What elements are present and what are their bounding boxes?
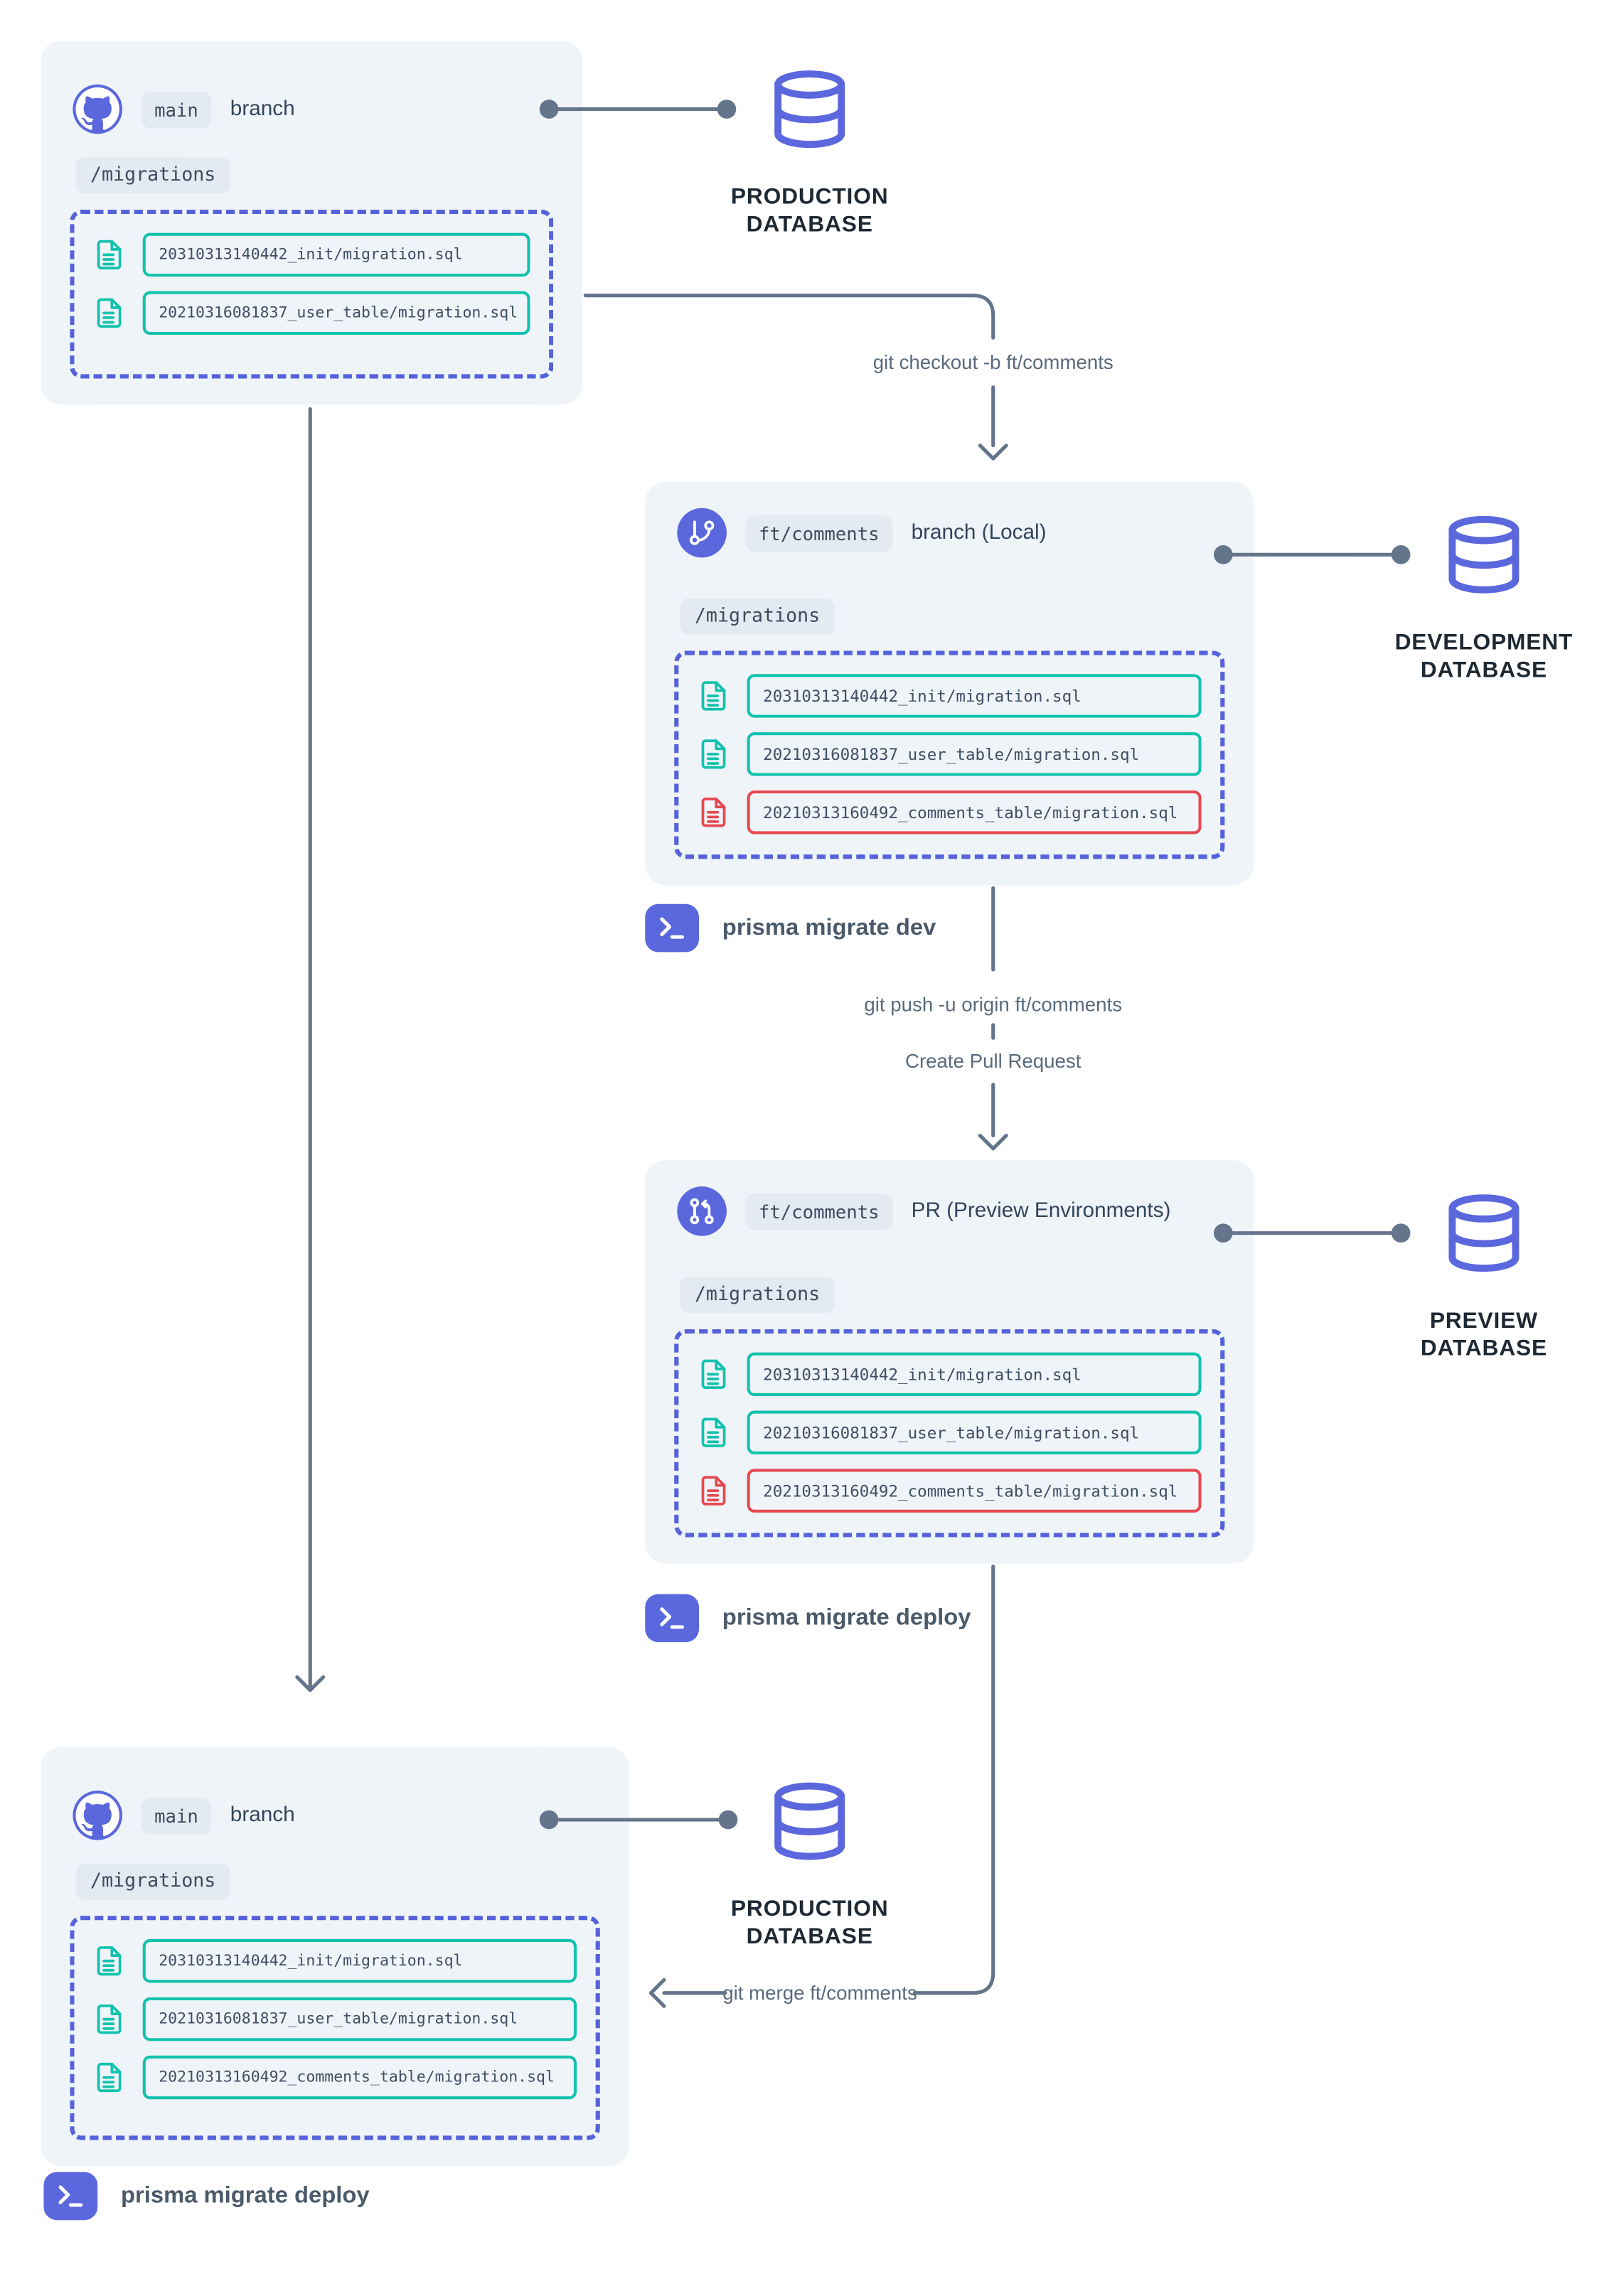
command-label: prisma migrate deploy: [722, 1604, 971, 1630]
migration-file-row: 20310313140442_init/migration.sql: [93, 232, 530, 277]
migration-file-row: 20310313140442_init/migration.sql: [698, 674, 1202, 718]
arrow-git-push-create-pr: [978, 886, 1008, 1151]
terminal-icon: [43, 2172, 98, 2221]
database-icon: [1448, 515, 1520, 594]
branch-label: branch: [230, 97, 295, 121]
migration-file-name: 20310313140442_init/migration.sql: [142, 232, 530, 277]
migration-file-row: 20210316081837_user_table/migration.sql: [93, 291, 530, 336]
git-branch-icon: [677, 508, 727, 558]
command-label: prisma migrate deploy: [120, 2182, 370, 2208]
migration-file-row-new: 20210313160492_comments_table/migration.…: [698, 1469, 1202, 1513]
arrow-label-create-pr: Create Pull Request: [905, 1050, 1082, 1073]
file-icon: [97, 298, 122, 328]
github-icon: [73, 1791, 123, 1840]
github-icon: [73, 84, 123, 134]
migration-file-row-new: 20210313160492_comments_table/migration.…: [698, 790, 1202, 835]
migration-file-name: 20210313160492_comments_table/migration.…: [142, 2055, 577, 2100]
git-pull-request-icon: [677, 1186, 727, 1236]
file-icon: [701, 798, 726, 827]
arrowhead-down: [978, 444, 1008, 461]
branch-name-badge: main: [141, 91, 212, 128]
migrations-folder-badge: /migrations: [75, 1863, 230, 1900]
arrow-git-checkout: [583, 294, 1008, 461]
migration-file-row: 20310313140442_init/migration.sql: [698, 1352, 1202, 1397]
migration-file-name: 20310313140442_init/migration.sql: [142, 1938, 577, 1983]
migrations-file-list: 20310313140442_init/migration.sql 202103…: [70, 209, 554, 379]
branch-label: PR (Preview Environments): [911, 1199, 1171, 1223]
file-icon: [701, 1417, 726, 1447]
migration-file-row: 20210313160492_comments_table/migration.…: [93, 2055, 577, 2100]
migration-file-name: 20310313140442_init/migration.sql: [747, 1352, 1202, 1397]
command-label: prisma migrate dev: [722, 915, 936, 940]
panel-header: ft/comments PR (Preview Environments): [677, 1186, 1170, 1236]
panel-main-branch-bottom: main branch /migrations 20310313140442_i…: [41, 1747, 629, 2167]
panel-ft-comments-local: ft/comments branch (Local) /migrations 2…: [645, 481, 1254, 886]
terminal-icon: [645, 903, 700, 953]
prisma-migrate-deploy-command-production: prisma migrate deploy: [43, 2172, 370, 2221]
arrowhead-down: [978, 1133, 1008, 1151]
branch-label: branch: [230, 1803, 295, 1828]
migrations-file-list: 20310313140442_init/migration.sql 202103…: [70, 1916, 600, 2140]
arrow-main-to-main: [295, 407, 326, 1693]
branch-name-badge: main: [141, 1797, 212, 1834]
migrations-folder-badge: /migrations: [680, 1277, 835, 1314]
file-icon: [97, 2062, 122, 2093]
migration-file-row: 20210316081837_user_table/migration.sql: [698, 1410, 1202, 1454]
migration-file-name: 20310313140442_init/migration.sql: [747, 674, 1202, 718]
migration-file-row: 20210316081837_user_table/migration.sql: [93, 1997, 577, 2042]
migration-file-name: 20210316081837_user_table/migration.sql: [142, 1997, 577, 2042]
migration-file-name: 20210316081837_user_table/migration.sql: [747, 732, 1202, 776]
database-icon: [1448, 1194, 1520, 1272]
arrow-label-git-checkout: git checkout -b ft/comments: [872, 351, 1114, 374]
file-icon: [97, 2004, 122, 2034]
panel-main-branch-top: main branch /migrations 20310313140442_i…: [41, 41, 583, 405]
terminal-icon: [645, 1594, 700, 1643]
panel-ft-comments-pr: ft/comments PR (Preview Environments) /m…: [645, 1160, 1254, 1564]
migration-file-name: 20210313160492_comments_table/migration.…: [747, 790, 1202, 835]
file-icon: [97, 1946, 122, 1976]
migration-file-name: 20210316081837_user_table/migration.sql: [142, 291, 530, 336]
database-icon: [774, 1782, 845, 1860]
migration-file-name: 20210313160492_comments_table/migration.…: [747, 1469, 1202, 1513]
prisma-migrate-dev-command: prisma migrate dev: [645, 903, 936, 953]
migration-file-row: 20310313140442_init/migration.sql: [93, 1938, 577, 1983]
branch-label: branch (Local): [911, 521, 1047, 545]
arrow-label-git-merge: git merge ft/comments: [722, 1982, 917, 2005]
file-icon: [701, 1476, 726, 1506]
arrowhead-down: [295, 1675, 326, 1693]
migrations-file-list: 20310313140442_init/migration.sql 202103…: [674, 650, 1225, 859]
prisma-migrate-deploy-command-preview: prisma migrate deploy: [645, 1594, 971, 1643]
migration-file-name: 20210316081837_user_table/migration.sql: [747, 1410, 1202, 1454]
file-icon: [701, 739, 726, 769]
panel-header: main branch: [73, 1791, 295, 1840]
file-icon: [701, 681, 726, 711]
arrowhead-left: [648, 1978, 666, 2008]
migrations-folder-badge: /migrations: [680, 598, 835, 635]
arrow-label-git-push: git push -u origin ft/comments: [864, 993, 1123, 1016]
migration-file-row: 20210316081837_user_table/migration.sql: [698, 732, 1202, 776]
branch-name-badge: ft/comments: [745, 514, 893, 552]
database-icon: [774, 70, 845, 149]
branch-name-badge: ft/comments: [745, 1193, 893, 1230]
panel-header: main branch: [73, 84, 295, 134]
migrations-folder-badge: /migrations: [75, 157, 230, 194]
migrations-file-list: 20310313140442_init/migration.sql 202103…: [674, 1329, 1225, 1538]
panel-header: ft/comments branch (Local): [677, 508, 1046, 558]
file-icon: [97, 240, 122, 270]
file-icon: [701, 1359, 726, 1389]
